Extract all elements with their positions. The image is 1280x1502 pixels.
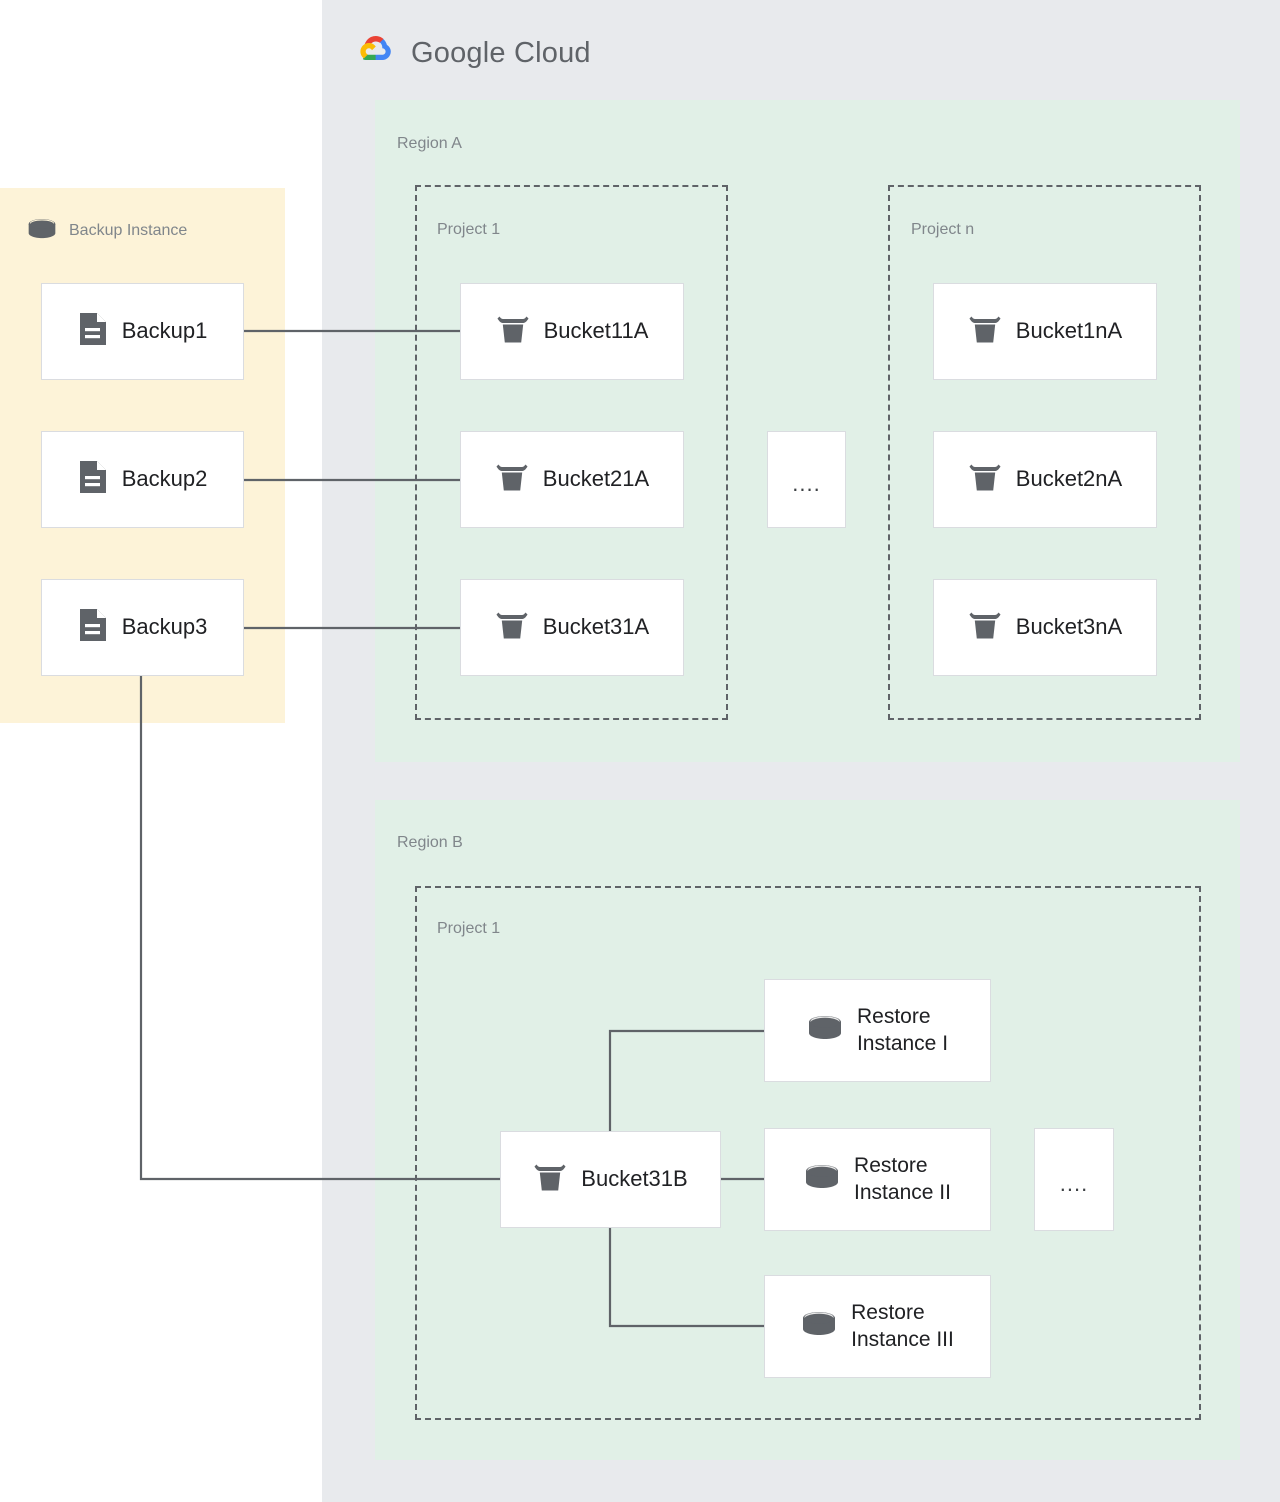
google-cloud-logo-icon	[352, 32, 398, 75]
ellipsis-label: ....	[1059, 1170, 1089, 1196]
bucket-node-bucket1na[interactable]: Bucket1nA	[933, 283, 1157, 380]
bucket-node-bucket31a[interactable]: Bucket31A	[460, 579, 684, 676]
backup-label: Backup3	[121, 614, 208, 640]
restore-instance-node-i[interactable]: Restore Instance I	[764, 979, 991, 1082]
bucket-label: Bucket31A	[542, 614, 650, 640]
document-icon	[78, 607, 108, 648]
bucket-label: Bucket21A	[542, 466, 650, 492]
bucket-label: Bucket2nA	[1015, 466, 1123, 492]
bucket-node-bucket31b[interactable]: Bucket31B	[500, 1131, 721, 1228]
logo-text-cloud: Cloud	[505, 36, 591, 69]
region-a-project-1-label: Project 1	[437, 221, 501, 238]
restore-instance-label: Restore Instance II	[854, 1153, 951, 1204]
bucket-label: Bucket1nA	[1015, 318, 1123, 344]
google-cloud-logo-wrap: Google Cloud	[352, 30, 591, 76]
bucket-icon	[496, 314, 530, 350]
bucket-icon	[968, 462, 1002, 498]
bucket-label: Bucket31B	[581, 1166, 688, 1192]
backup-instance-header: Backup Instance	[27, 217, 187, 245]
database-icon	[801, 1310, 837, 1343]
google-cloud-logo-text: Google Cloud	[411, 37, 591, 70]
bucket-icon	[533, 1162, 567, 1198]
bucket-node-bucket21a[interactable]: Bucket21A	[460, 431, 684, 528]
backup-node-backup2[interactable]: Backup2	[41, 431, 244, 528]
bucket-icon	[495, 462, 529, 498]
restore-instance-node-ii[interactable]: Restore Instance II	[764, 1128, 991, 1231]
bucket-icon	[968, 610, 1002, 646]
region-b-project-1-label: Project 1	[437, 920, 501, 937]
backup-instance-label: Backup Instance	[69, 222, 188, 239]
region-a-project-n-box	[888, 185, 1201, 720]
region-a-project-n-label: Project n	[911, 221, 975, 238]
region-a-ellipsis-node: ....	[767, 431, 846, 528]
bucket-label: Bucket11A	[543, 318, 649, 344]
bucket-node-bucket11a[interactable]: Bucket11A	[460, 283, 684, 380]
restore-instance-label: Restore Instance I	[856, 1004, 949, 1055]
backup-node-backup1[interactable]: Backup1	[41, 283, 244, 380]
document-icon	[78, 459, 108, 500]
bucket-label: Bucket3nA	[1015, 614, 1123, 640]
region-a-project-1-box	[415, 185, 728, 720]
logo-text-google: Google	[411, 36, 506, 69]
bucket-icon	[968, 314, 1002, 350]
backup-node-backup3[interactable]: Backup3	[41, 579, 244, 676]
database-icon	[27, 217, 57, 246]
backup-label: Backup2	[121, 466, 208, 492]
document-icon	[78, 311, 108, 352]
bucket-icon	[495, 610, 529, 646]
region-b-label: Region B	[397, 834, 463, 851]
database-icon	[807, 1014, 843, 1047]
region-a-label: Region A	[397, 135, 462, 152]
ellipsis-label: ....	[792, 470, 821, 496]
restore-instance-node-iii[interactable]: Restore Instance III	[764, 1275, 991, 1378]
restore-instance-label: Restore Instance III	[851, 1300, 954, 1351]
database-icon	[804, 1163, 840, 1196]
region-b-ellipsis-node: ....	[1034, 1128, 1114, 1231]
bucket-node-bucket2na[interactable]: Bucket2nA	[933, 431, 1157, 528]
backup-label: Backup1	[121, 318, 208, 344]
bucket-node-bucket3na[interactable]: Bucket3nA	[933, 579, 1157, 676]
